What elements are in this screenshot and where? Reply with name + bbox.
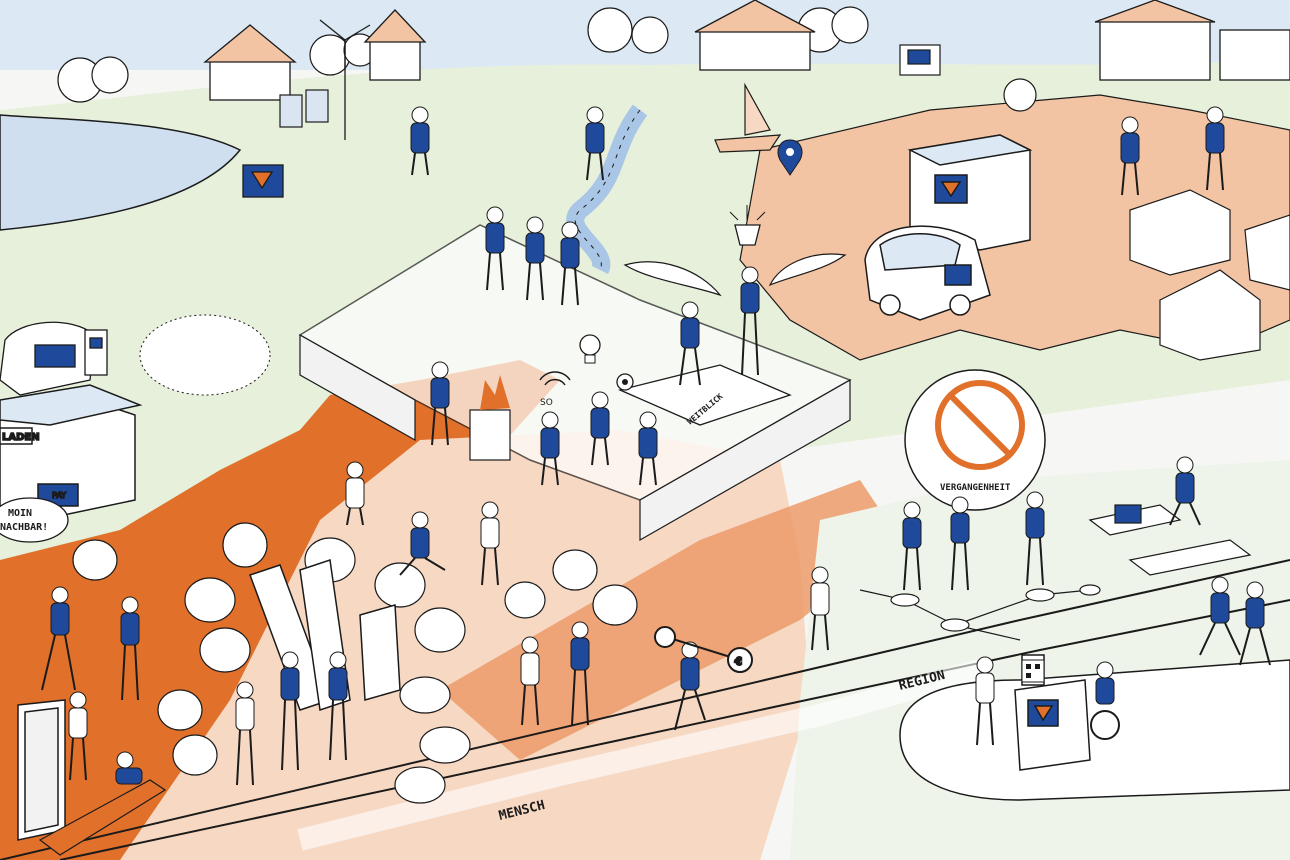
bank-building [907,134,1033,251]
village-houses [203,0,1290,101]
wind-turbine [319,19,371,140]
bubble-text-nachbar: NACHBAR! [0,522,48,533]
signal-icon: SO [539,371,571,408]
bubble-vergangenheit: VERGANGENHEIT [904,369,1046,511]
doorway [17,699,66,841]
sailboat [714,82,782,153]
bubble-moin-nachbar: MOIN NACHBAR! [0,497,69,543]
shop-sign: LADEN [2,432,40,443]
qr-code [1021,659,1045,683]
shop-laden: LADEN PAY [0,384,143,521]
sign-so: SO [540,398,553,408]
wing-left [623,261,722,297]
location-pin-icon [777,139,803,176]
trophy-icon [729,205,766,246]
coin-label: € [735,655,742,668]
wing-right [768,253,847,287]
road-loop [899,659,1290,801]
bank-sign-held [242,164,284,198]
letter-sculpture [249,559,401,711]
network-graph [859,584,1101,641]
soccer-ball-icon [616,373,634,391]
electric-car [864,225,991,321]
pay-sign: PAY [52,491,66,500]
people-figures [41,106,1271,786]
standing-desks [1088,504,1252,576]
burning-printer [469,375,511,461]
barbell: € [654,626,753,673]
solar-panels [279,89,329,128]
bubble-text-vergangenheit: VERGANGENHEIT [940,483,1011,493]
bubble-text-moin: MOIN [8,508,32,519]
river [566,104,648,275]
region-orange-mid [440,480,900,760]
charging-car-left [0,321,108,396]
flower-field [139,314,271,396]
houses-construction [1129,189,1290,361]
road [0,559,1290,860]
red-carpet [38,779,167,856]
lightbulb-icon [579,334,601,364]
lake [0,114,242,231]
bank-booth-top [899,44,941,76]
